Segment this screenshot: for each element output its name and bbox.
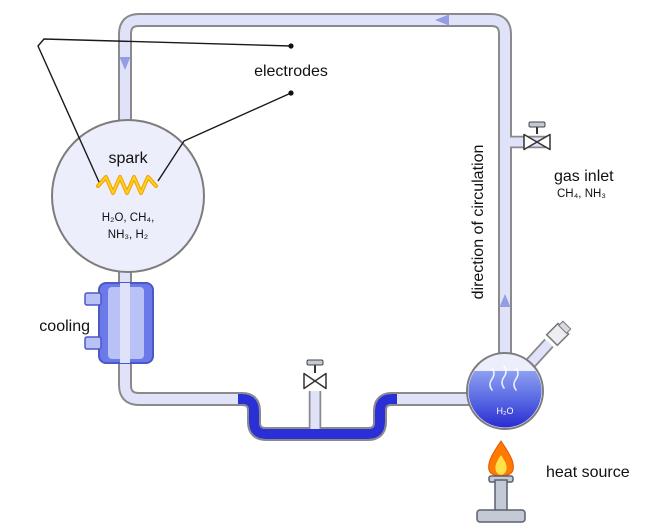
trap-liquid bbox=[238, 394, 397, 439]
electrode-terminal-dot bbox=[288, 43, 294, 49]
condenser-tube-channel bbox=[120, 283, 130, 363]
flask-gases-line2: NH₃, H₂ bbox=[108, 229, 148, 241]
flask-water bbox=[468, 371, 542, 428]
spark-label: spark bbox=[108, 150, 148, 167]
tube-bottom-trap-bore bbox=[120, 264, 472, 439]
cooling-label: cooling bbox=[39, 318, 90, 335]
flask-gases-line1: H₂O, CH₄, bbox=[102, 212, 155, 224]
gas-inlet-gases-label: CH₄, NH₃ bbox=[557, 188, 606, 200]
sample-valve-body-left bbox=[303, 372, 316, 390]
stopper bbox=[545, 320, 572, 347]
electrode-wire-bottom bbox=[157, 92, 292, 182]
flame-core-icon bbox=[495, 455, 507, 475]
heat-source-group bbox=[476, 440, 526, 523]
flask-side-arm-bore bbox=[524, 339, 553, 370]
electrode-terminal-dot bbox=[288, 90, 294, 96]
burner-base bbox=[476, 509, 526, 523]
spark-flask-group: spark H₂O, CH₄, NH₃, H₂ bbox=[51, 119, 205, 273]
flow-arrow-left-icon bbox=[435, 14, 449, 26]
spark-flask bbox=[51, 119, 205, 273]
direction-of-circulation-label: direction of circulation bbox=[470, 145, 487, 300]
condenser-nub-bottom bbox=[84, 336, 102, 350]
tube-bottom-trap-segment bbox=[118, 264, 472, 441]
gas-inlet-label: gas inlet bbox=[554, 168, 614, 185]
gas-valve-body-left bbox=[523, 133, 538, 151]
stopper-cap bbox=[558, 320, 572, 334]
electrode-wire-top bbox=[37, 38, 292, 183]
heat-source-label: heat source bbox=[546, 464, 630, 481]
sample-valve-body-right bbox=[314, 372, 327, 390]
steam-icon bbox=[489, 367, 495, 391]
flow-arrow-down-icon bbox=[119, 57, 131, 70]
spark-icon-highlight bbox=[97, 176, 157, 194]
gas-valve-body-right bbox=[536, 133, 551, 151]
burner-post bbox=[494, 479, 508, 513]
steam-icon bbox=[501, 365, 507, 389]
electrodes-group bbox=[37, 38, 294, 183]
sample-valve-icon bbox=[303, 359, 327, 390]
steam-icon bbox=[513, 367, 519, 391]
electrodes-label: electrodes bbox=[254, 63, 328, 80]
sample-valve-handle bbox=[306, 359, 324, 366]
water-label: H₂O bbox=[497, 406, 514, 416]
gas-valve-handle bbox=[528, 121, 546, 128]
flow-arrow-up-icon bbox=[499, 294, 511, 307]
gas-inlet-valve-icon bbox=[523, 121, 551, 151]
condenser bbox=[84, 282, 154, 364]
boiling-flask-group: H₂O bbox=[466, 352, 544, 430]
condenser-nub-top bbox=[84, 292, 102, 306]
tube-right-top-left-bore bbox=[120, 15, 510, 354]
